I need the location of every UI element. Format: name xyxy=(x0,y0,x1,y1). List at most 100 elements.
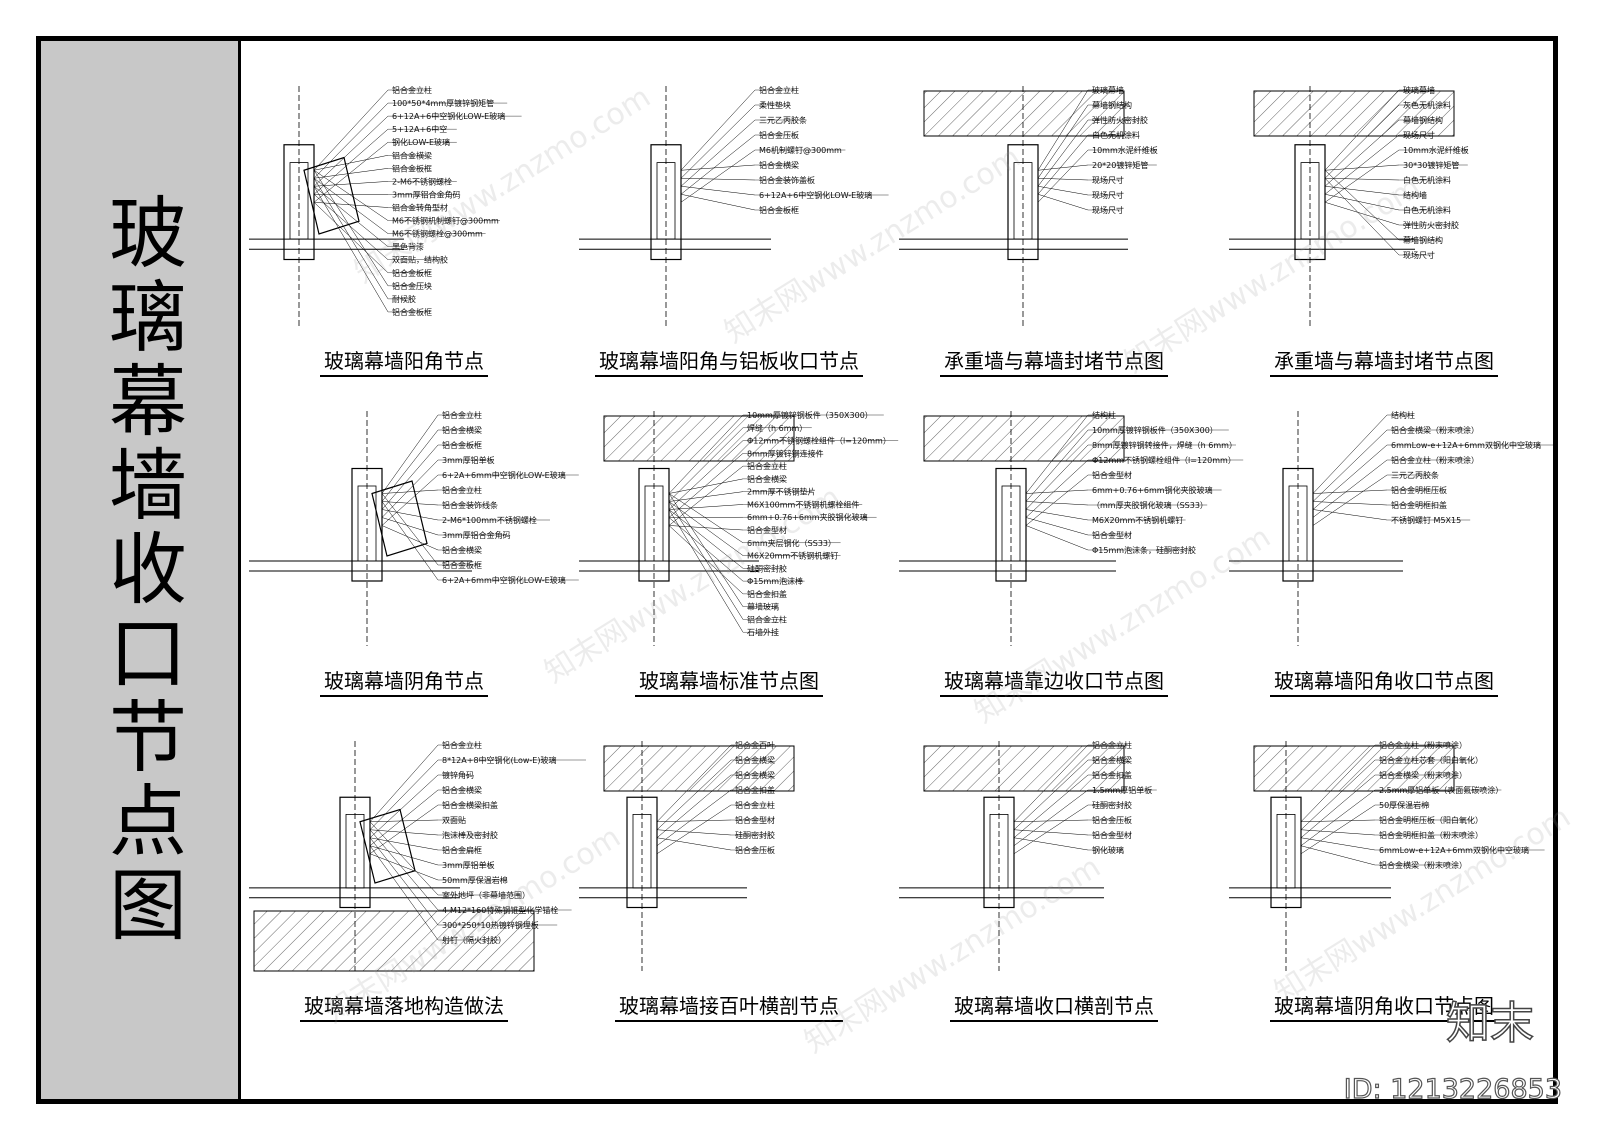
callout-label: 2-M6不锈钢螺栓 xyxy=(313,176,457,187)
callout-label: 铝合金横梁 xyxy=(668,474,787,494)
callout-label: 幕墙玻璃 xyxy=(668,493,779,612)
callout-label: M6X20mm不锈钢机螺钉 xyxy=(1025,509,1186,525)
callout-label: 三元乙丙胶条 xyxy=(680,115,807,187)
callout-label: 灰色无机涂料 xyxy=(1324,100,1451,179)
callout-label: 铝合金板框 xyxy=(381,493,482,570)
callout-label: 铝合金板框 xyxy=(680,194,799,215)
callout-label: 现场尺寸 xyxy=(1037,186,1124,200)
callout-label: 双面贴，结构胶 xyxy=(313,194,448,265)
callout-label: 铝合金装饰盖板 xyxy=(680,175,815,185)
callout-label: 铝合金横梁扣盖 xyxy=(369,800,498,854)
callout-label: 铝合金型材 xyxy=(1025,470,1132,526)
callout-label: 2-M6*100mm不锈钢螺栓 xyxy=(381,509,550,525)
callout-label: 黑色背漆 xyxy=(313,186,424,252)
callout-label: 耐候胶 xyxy=(313,178,416,304)
callout-label: 30*30镀锌矩管 xyxy=(1324,160,1468,171)
detail-drawing: 玻璃幕墙灰色无机涂料幕墙钢结构现场尺寸10mm水泥纤维板30*30镀锌矩管白色无… xyxy=(1229,85,1469,326)
callout-label: 铝合金立柱芯套（阳白氧化） xyxy=(1300,755,1483,830)
callout-label: 硅酮密封胶 xyxy=(1013,800,1132,854)
callout-label: 幕墙钢结构 xyxy=(1037,100,1132,179)
callout-label: 射钉（隔火封胶） xyxy=(369,845,506,945)
callout-label: 铝合金横梁（粉末喷涂） xyxy=(1300,845,1467,870)
callout-label: M6不锈钢机制螺钉@300mm xyxy=(313,170,500,226)
callout-label: 铝合金压板 xyxy=(656,837,775,855)
title-spine: 玻璃幕墙收口节点图 xyxy=(41,41,241,1099)
callout-label: 铝合金立柱（粉末喷涂） xyxy=(1312,455,1479,518)
callout-label: 300*250*10热镀锌钢埋板 xyxy=(369,837,558,930)
callout-label: 现场尺寸 xyxy=(1037,175,1124,185)
detail-caption: 玻璃幕墙阳角收口节点图 xyxy=(1270,669,1498,697)
callout-label: 10mm水泥纤维板 xyxy=(1037,145,1158,203)
image-id: ID: 1213226853 xyxy=(1343,1073,1562,1105)
callout-label: 铝合金扁框 xyxy=(369,837,482,855)
callout-label: 2.5mm厚铝单板（表面氟碳喷涂） xyxy=(1300,785,1503,846)
callout-label: 铝合金横梁 xyxy=(381,525,482,555)
callout-label: 8mm厚镀锌钢转接件，焊缝（h 6mm） xyxy=(1025,440,1237,510)
callout-label: 三元乙丙胶条 xyxy=(1312,470,1439,526)
detail-panel: 铝合金百叶铝合金横梁铝合金横梁铝合金扣盖铝合金立柱铝合金型材硅酮密封胶铝合金压板… xyxy=(574,736,884,1026)
callout-label: 5+12A+6中空 xyxy=(313,124,457,195)
callout-label: 现场尺寸 xyxy=(1324,178,1435,260)
callout-label: 8mm厚镀锌钢连接件 xyxy=(668,448,824,518)
callout-label: 铝合金明框压板（阳白氧化） xyxy=(1300,815,1483,825)
detail-caption: 玻璃幕墙阳角节点 xyxy=(320,349,488,377)
callout-label: 铝合金板框 xyxy=(313,186,432,317)
callout-label: 铝合金横梁 xyxy=(656,755,775,830)
callout-label: 铝合金压板 xyxy=(1013,815,1132,825)
callout-label: 6mm夹层钢化（SS33） xyxy=(668,493,841,548)
callout-label: 不锈钢螺钉 M5X15 xyxy=(1312,509,1471,525)
callout-label: 铝合金立柱 xyxy=(381,410,482,494)
detail-panel: 10mm厚镀锌钢板件（350X300）焊缝（h 6mm）Φ12mm不锈钢螺栓组件… xyxy=(574,406,899,701)
callout-label: 铝合金扣盖 xyxy=(656,785,775,846)
callout-label: 钢化玻璃 xyxy=(1013,837,1124,855)
detail-caption: 玻璃幕墙落地构造做法 xyxy=(300,994,508,1022)
callout-label: 白色无机涂料 xyxy=(1037,130,1140,195)
callout-label: （mm厚夹胶钢化玻璃（SS33） xyxy=(1025,500,1208,510)
callout-label: 铝合金型材 xyxy=(668,525,787,535)
callout-label: 弹性防火密封胶 xyxy=(1037,115,1148,187)
callout-label: M6X100mm不锈钢机螺栓组件 xyxy=(668,499,863,510)
callout-label: Φ12mm不锈钢螺栓组件（l=120mm） xyxy=(668,436,899,510)
callout-label: 铝合金型材 xyxy=(656,815,775,825)
brand-logo: 知末 xyxy=(1445,997,1535,1050)
drawing-frame xyxy=(36,36,1558,1104)
callout-label: 镀锌角码 xyxy=(369,770,474,838)
callout-label: 铝合金板框 xyxy=(313,163,432,179)
callout-label: 白色无机涂料 xyxy=(1324,175,1451,185)
detail-panel: 铝合金立柱（粉末喷涂）铝合金立柱芯套（阳白氧化）铝合金横梁（粉末喷涂）2.5mm… xyxy=(1224,736,1545,1026)
callout-label: 20*20镀锌矩管 xyxy=(1037,160,1157,171)
callout-label: 铝合金压块 xyxy=(313,170,432,291)
callout-label: 3mm厚铝单板 xyxy=(381,455,495,518)
callout-label: Φ15mm泡沫棒 xyxy=(668,517,805,586)
callout-label: 弹性防火密封胶 xyxy=(1324,202,1459,230)
callout-label: 8*12A+8中空钢化(Low-E)玻璃 xyxy=(369,755,586,830)
callout-label: 硅酮密封胶 xyxy=(656,829,775,840)
callout-label: 柔性垫块 xyxy=(680,100,791,179)
callout-label: 铝合金立柱 xyxy=(313,85,432,171)
callout-label: 铝合金装饰线条 xyxy=(381,500,498,510)
callout-label: M6机制螺钉@300mm xyxy=(680,145,846,203)
detail-caption: 玻璃幕墙收口横剖节点 xyxy=(950,994,1158,1022)
callout-label: 双面贴 xyxy=(369,815,466,825)
callout-label: 铝合金百叶 xyxy=(656,740,775,822)
callout-label: 3mm厚铝合金角码 xyxy=(313,189,461,199)
callout-label: 铝合金立柱 xyxy=(1013,740,1132,822)
detail-caption: 承重墙与幕墙封堵节点图 xyxy=(940,349,1168,377)
callout-label: 6mm+0.76+6mm钢化夹胶玻璃 xyxy=(1025,485,1222,495)
callout-label: 6mmLow-e+12A+6mm双钢化中空玻璃 xyxy=(1312,440,1557,510)
callout-label: 铝合金横梁 xyxy=(369,785,482,846)
callout-label: 100*50*4mm厚镀锌钢矩管 xyxy=(313,98,508,179)
callout-label: 6mmLow-e+12A+6mm双钢化中空玻璃 xyxy=(1300,837,1545,855)
callout-label: 现场尺寸 xyxy=(1324,130,1435,195)
detail-panel: 结构柱铝合金横梁（粉末喷涂）6mmLow-e+12A+6mm双钢化中空玻璃铝合金… xyxy=(1224,406,1557,701)
callout-label: 铝合金立柱 xyxy=(656,800,775,854)
callout-label: 6mm+0.76+6mm夹胶钢化玻璃 xyxy=(668,512,877,522)
callout-label: 1.5mm厚铝单板 xyxy=(1013,785,1157,846)
detail-drawing: 玻璃幕墙幕墙钢结构弹性防火密封胶白色无机涂料10mm水泥纤维板20*20镀锌矩管… xyxy=(899,85,1158,326)
detail-drawing: 铝合金立柱（粉末喷涂）铝合金立柱芯套（阳白氧化）铝合金横梁（粉末喷涂）2.5mm… xyxy=(1229,740,1545,971)
